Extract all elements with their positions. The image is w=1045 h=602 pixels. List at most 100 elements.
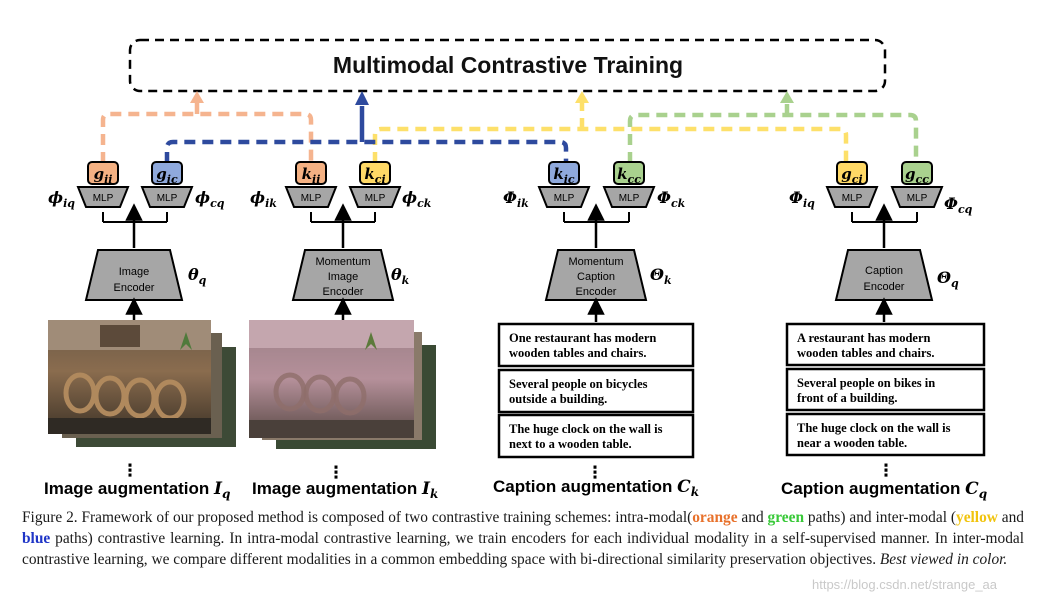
encoder-param: Θk [650,265,672,287]
mlp-label: MLP [619,193,640,204]
encoder-block [291,249,395,301]
encoder-block [84,249,184,301]
caption-yellow: yellow [956,509,998,526]
restaurant-image [249,320,414,438]
phi-label: Φck [657,188,686,210]
image-augmentation-k-label: Image augmentation Ik [252,479,438,501]
caption-italic: Best viewed in color. [879,551,1008,568]
caption-augmentation-k-label: Caption augmentation Ck [493,477,699,499]
head-box [836,161,868,185]
yellow-arrowhead [575,91,589,103]
encoder-label-line: Image [119,266,150,278]
mlp-label: MLP [157,193,178,204]
encoder-param: θq [188,265,207,287]
phi-label: Φik [503,188,529,210]
caption-text: paths) contrastive learning. In intra-mo… [22,530,1024,568]
head-box [613,161,645,185]
caption-text: paths) and inter-modal ( [804,509,956,526]
phi-label: ϕck [402,188,432,210]
encoder-block [544,249,648,301]
yellow-path [372,126,849,163]
phi-label: ϕcq [195,188,225,210]
restaurant-image [48,320,211,434]
head-label: gii [94,165,113,186]
caption-box [785,322,986,367]
phi-label: Φcq [944,194,973,216]
caption-box [497,322,695,368]
mlp-label: MLP [842,193,863,204]
orange-path [100,111,314,163]
mlp-label: MLP [554,193,575,204]
ellipsis: ⋮ [587,463,604,483]
mlp-block [284,186,338,208]
mlp-block [140,186,194,208]
encoder-label-line: Caption [865,265,903,277]
head-label: gci [841,165,862,186]
mlp-block [537,186,591,208]
caption-orange: orange [692,509,738,526]
encoder-label-line: Caption [577,271,615,283]
encoder-label-line: Momentum [315,256,370,268]
head-box [901,161,933,185]
caption-text: and [997,509,1024,526]
head-box [359,161,391,185]
encoder-param: Θq [937,268,959,290]
mlp-label: MLP [907,193,928,204]
caption-box [785,412,986,457]
caption-augmentation-q-label: Caption augmentation Cq [781,479,987,501]
mlp-block [890,186,944,208]
caption-text: Figure 2. Framework of our proposed meth… [22,509,693,526]
phi-label: ϕiq [48,188,75,210]
mlp-block [348,186,402,208]
head-box [87,161,119,185]
encoder-label-line: Encoder [323,286,364,298]
caption-box [785,367,986,412]
encoder-label-line: Image [328,271,359,283]
mlp-label: MLP [301,193,322,204]
mlp-block [76,186,130,208]
caption-blue: blue [22,530,51,547]
watermark: https://blog.csdn.net/strange_aa [812,577,998,592]
head-label: kci [364,165,385,186]
green-path [627,112,919,163]
caption-text: and [737,509,768,526]
mlp-label: MLP [365,193,386,204]
encoder-label-line: Momentum [568,256,623,268]
encoder-label-line: Encoder [576,286,617,298]
mlp-block [602,186,656,208]
image-augmentation-q-label: Image augmentation Iq [44,479,230,501]
blue-arrowhead [355,91,369,105]
green-arrowhead [780,91,794,103]
head-label: kic [553,165,575,186]
encoder-label-line: Encoder [114,282,155,294]
head-label: gcc [905,165,929,186]
title-box [128,38,887,93]
figure-caption: Figure 2. Framework of our proposed meth… [22,507,1024,570]
head-label: kcc [617,165,641,186]
phi-label: Φiq [789,188,815,210]
head-box [151,161,183,185]
head-label: kii [302,165,321,186]
head-box [295,161,327,185]
caption-box [497,413,695,459]
head-label: gic [156,165,178,186]
ellipsis: ⋮ [328,463,345,483]
encoder-param: θk [391,265,410,287]
ellipsis: ⋮ [122,461,139,481]
